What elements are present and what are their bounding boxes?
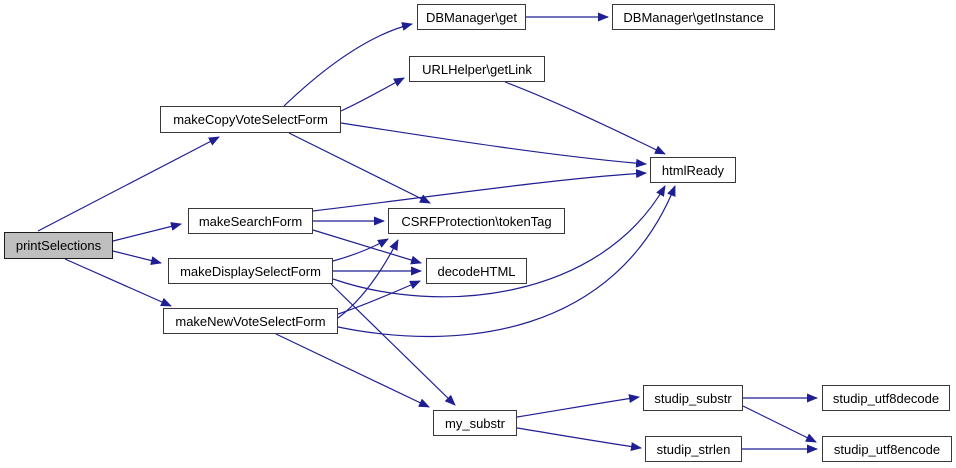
edge-makeNewVoteSelectForm-to-CSRFProtection_tokenTag xyxy=(337,239,399,319)
graph-node-label: CSRFProtection\tokenTag xyxy=(401,213,552,229)
graph-node-studip_utf8encode[interactable]: studip_utf8encode xyxy=(822,436,952,462)
graph-node-label: studip_utf8encode xyxy=(833,441,941,457)
graph-node-label: my_substr xyxy=(445,415,505,431)
graph-node-label: studip_utf8decode xyxy=(832,390,940,406)
edge-printSelections-to-makeCopyVoteSelectForm xyxy=(37,136,220,232)
edge-printSelections-to-makeSearchForm xyxy=(112,222,182,242)
graph-node-CSRFProtection_tokenTag[interactable]: CSRFProtection\tokenTag xyxy=(388,208,565,234)
edge-makeNewVoteSelectForm-to-decodeHTML xyxy=(337,280,421,315)
edge-makeDisplaySelectForm-to-CSRFProtection_tokenTag xyxy=(332,238,389,262)
graph-node-makeCopyVoteSelectForm[interactable]: makeCopyVoteSelectForm xyxy=(160,106,341,133)
edge-makeCopyVoteSelectForm-to-CSRFProtection_tokenTag xyxy=(288,132,431,204)
graph-node-makeDisplaySelectForm[interactable]: makeDisplaySelectForm xyxy=(168,258,333,284)
edge-printSelections-to-makeDisplaySelectForm xyxy=(112,250,162,265)
graph-node-label: URLHelper\getLink xyxy=(422,61,532,77)
edge-makeNewVoteSelectForm-to-my_substr xyxy=(275,333,430,408)
graph-node-label: makeCopyVoteSelectForm xyxy=(173,112,328,127)
edge-makeSearchForm-to-htmlReady xyxy=(312,169,647,212)
graph-node-decodeHTML[interactable]: decodeHTML xyxy=(426,258,527,284)
graph-node-label: decodeHTML xyxy=(437,263,516,279)
edge-my_substr-to-studip_strlen xyxy=(516,427,642,452)
edge-makeCopyVoteSelectForm-to-DBManager_get xyxy=(283,22,413,107)
edge-makeCopyVoteSelectForm-to-URLHelper_getLink xyxy=(340,77,405,112)
graph-node-label: htmlReady xyxy=(661,162,725,178)
edge-URLHelper_getLink-to-htmlReady xyxy=(504,81,666,155)
graph-node-label: studip_strlen xyxy=(656,441,731,457)
graph-node-DBManager_get[interactable]: DBManager\get xyxy=(417,4,526,30)
edge-makeNewVoteSelectForm-to-htmlReady xyxy=(337,185,676,338)
edge-printSelections-to-makeNewVoteSelectForm xyxy=(64,258,172,307)
graph-node-my_substr[interactable]: my_substr xyxy=(433,410,517,436)
graph-node-DBManager_getInstance[interactable]: DBManager\getInstance xyxy=(612,4,775,30)
edge-makeDisplaySelectForm-to-my_substr xyxy=(330,283,456,406)
graph-node-label: makeSearchForm xyxy=(198,213,303,229)
graph-node-URLHelper_getLink[interactable]: URLHelper\getLink xyxy=(409,56,545,82)
graph-node-label: DBManager\getInstance xyxy=(623,9,764,25)
graph-node-label: printSelections xyxy=(15,238,102,253)
graph-node-makeSearchForm[interactable]: makeSearchForm xyxy=(188,208,313,234)
graph-node-printSelections[interactable]: printSelections xyxy=(4,232,113,259)
graph-node-label: DBManager\get xyxy=(425,9,518,25)
graph-node-studip_strlen[interactable]: studip_strlen xyxy=(645,436,742,462)
edge-makeSearchForm-to-decodeHTML xyxy=(312,229,422,265)
graph-node-label: studip_substr xyxy=(654,390,732,406)
edge-makeDisplaySelectForm-to-htmlReady xyxy=(332,185,666,298)
edge-my_substr-to-studip_substr xyxy=(516,394,640,418)
edge-studip_substr-to-studip_utf8encode xyxy=(742,405,817,443)
graph-node-studip_utf8decode[interactable]: studip_utf8decode xyxy=(822,385,950,411)
graph-node-makeNewVoteSelectForm[interactable]: makeNewVoteSelectForm xyxy=(163,308,338,334)
graph-node-label: makeDisplaySelectForm xyxy=(180,263,321,279)
graph-node-studip_substr[interactable]: studip_substr xyxy=(643,385,743,411)
graph-node-htmlReady[interactable]: htmlReady xyxy=(650,157,736,183)
edge-makeCopyVoteSelectForm-to-htmlReady xyxy=(340,122,647,168)
graph-node-label: makeNewVoteSelectForm xyxy=(175,313,326,329)
